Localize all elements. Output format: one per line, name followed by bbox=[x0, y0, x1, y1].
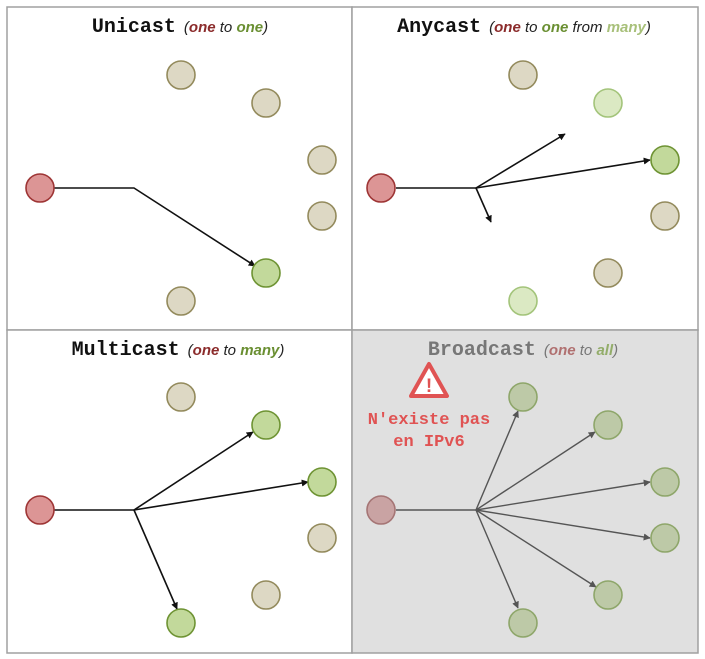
subtitle-segment-plain: from bbox=[568, 19, 606, 36]
anycast-nodes bbox=[366, 60, 680, 316]
anycast-idle-node bbox=[508, 60, 538, 90]
title-broadcast: Broadcast (one to all) bbox=[428, 339, 618, 362]
subtitle-segment-paren: ( bbox=[188, 342, 195, 359]
title-broadcast-name: Broadcast bbox=[428, 339, 536, 362]
broadcast-link bbox=[475, 479, 651, 511]
anycast-target-node bbox=[650, 145, 680, 175]
broadcast-link bbox=[475, 509, 651, 541]
subtitle-segment-one: one bbox=[189, 19, 216, 36]
multicast-link bbox=[133, 509, 178, 610]
anycast-chosen-link bbox=[475, 157, 651, 189]
anycast-idle-node bbox=[650, 201, 680, 231]
broadcast-node bbox=[650, 523, 680, 553]
title-multicast: Multicast (one to many) bbox=[72, 339, 285, 362]
multicast-link bbox=[133, 431, 254, 511]
title-broadcast-subtitle: (one to all) bbox=[544, 342, 618, 359]
subtitle-segment-plain: to bbox=[216, 19, 237, 36]
unicast-idle-node bbox=[307, 201, 337, 231]
subtitle-segment-paren: ( bbox=[544, 342, 551, 359]
unicast-idle-node bbox=[251, 88, 281, 118]
unicast-idle-node bbox=[166, 60, 196, 90]
title-unicast-subtitle: (one to one) bbox=[184, 19, 268, 36]
anycast-idle-node bbox=[593, 258, 623, 288]
anycast-sender-node bbox=[366, 173, 396, 203]
warning-icon: ! bbox=[409, 362, 449, 398]
panel-anycast bbox=[351, 6, 699, 331]
subtitle-segment-target: one bbox=[542, 19, 569, 36]
panel-broadcast bbox=[351, 329, 699, 654]
unicast-sender-node bbox=[25, 173, 55, 203]
title-unicast: Unicast(one to one) bbox=[92, 16, 268, 39]
subtitle-segment-target: all bbox=[596, 342, 614, 359]
subtitle-segment-paren: ) bbox=[277, 342, 284, 359]
broadcast-node bbox=[593, 580, 623, 610]
subtitle-segment-one: one bbox=[494, 19, 521, 36]
warning-mark: ! bbox=[426, 376, 432, 397]
unicast-links bbox=[54, 187, 256, 267]
multicast-nodes bbox=[25, 382, 337, 638]
broadcast-link bbox=[475, 509, 597, 588]
panel-multicast bbox=[6, 329, 353, 654]
unicast-link bbox=[54, 187, 256, 267]
broadcast-node bbox=[508, 608, 538, 638]
broadcast-link bbox=[475, 509, 519, 609]
anycast-candidate-node bbox=[593, 88, 623, 118]
title-anycast: Anycast(one to one from many) bbox=[397, 16, 651, 39]
warning-text-line1: N'existe pas bbox=[368, 411, 490, 430]
multicast-idle-node bbox=[307, 523, 337, 553]
broadcast-link bbox=[475, 410, 519, 511]
subtitle-segment-paren: ) bbox=[644, 19, 651, 36]
multicast-target-node bbox=[166, 608, 196, 638]
title-multicast-subtitle: (one to many) bbox=[188, 342, 285, 359]
broadcast-node bbox=[593, 410, 623, 440]
unicast-nodes bbox=[25, 60, 337, 316]
subtitle-segment-one: one bbox=[193, 342, 220, 359]
subtitle-segment-light: many bbox=[607, 19, 647, 36]
multicast-target-node bbox=[251, 410, 281, 440]
title-multicast-name: Multicast bbox=[72, 339, 180, 362]
unicast-target-node bbox=[251, 258, 281, 288]
broadcast-sender-node bbox=[366, 495, 396, 525]
anycast-candidate-node bbox=[508, 286, 538, 316]
subtitle-segment-plain: to bbox=[219, 342, 240, 359]
multicast-idle-node bbox=[166, 382, 196, 412]
anycast-links bbox=[396, 133, 651, 223]
anycast-probe-link bbox=[475, 133, 566, 189]
multicast-link bbox=[133, 479, 309, 511]
unicast-idle-node bbox=[307, 145, 337, 175]
multicast-target-node bbox=[307, 467, 337, 497]
multicast-links bbox=[54, 431, 309, 610]
subtitle-segment-paren: ( bbox=[489, 19, 496, 36]
subtitle-segment-target: one bbox=[236, 19, 263, 36]
subtitle-segment-paren: ) bbox=[611, 342, 618, 359]
subtitle-segment-paren: ( bbox=[184, 19, 191, 36]
broadcast-links bbox=[396, 410, 651, 609]
warning-text-line2: en IPv6 bbox=[393, 433, 464, 452]
broadcast-link bbox=[475, 431, 596, 511]
subtitle-segment-one: one bbox=[549, 342, 576, 359]
broadcast-node bbox=[508, 382, 538, 412]
title-unicast-name: Unicast bbox=[92, 16, 176, 39]
title-anycast-subtitle: (one to one from many) bbox=[489, 19, 651, 36]
unicast-idle-node bbox=[166, 286, 196, 316]
title-anycast-name: Anycast bbox=[397, 16, 481, 39]
multicast-sender-node bbox=[25, 495, 55, 525]
multicast-idle-node bbox=[251, 580, 281, 610]
broadcast-nodes bbox=[366, 382, 680, 638]
panel-unicast bbox=[6, 6, 353, 331]
broadcast-node bbox=[650, 467, 680, 497]
subtitle-segment-plain: to bbox=[521, 19, 542, 36]
subtitle-segment-plain: to bbox=[576, 342, 597, 359]
subtitle-segment-target: many bbox=[240, 342, 280, 359]
anycast-probe-link bbox=[475, 187, 492, 223]
subtitle-segment-paren: ) bbox=[261, 19, 268, 36]
